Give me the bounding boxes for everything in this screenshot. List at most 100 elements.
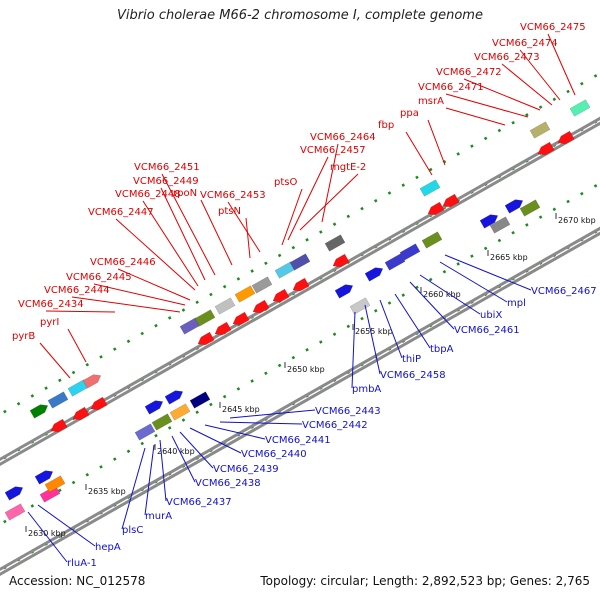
backbone-rail	[0, 231, 600, 577]
upper-gene-1	[47, 391, 69, 409]
top-gene-label: VCM66_2474	[492, 38, 558, 49]
top-gene-label: VCM66_2447	[88, 207, 154, 218]
top-gene-label: ppa	[400, 108, 419, 119]
backbone-rail	[0, 226, 600, 572]
top-gene-label: VCM66_2473	[474, 52, 540, 63]
bottom-leader-line	[179, 431, 214, 469]
top-leader-line	[245, 217, 251, 259]
red-gene-13	[557, 130, 575, 145]
top-leader-line	[117, 268, 191, 301]
top-leader-line	[501, 63, 553, 106]
top-gene-label: VCM66_2448	[115, 189, 181, 200]
lower-gene-4	[44, 475, 66, 493]
bottom-gene-label: VCM66_2458	[380, 370, 446, 381]
bottom-leader-line	[439, 261, 508, 303]
lower-gene-10	[164, 390, 184, 405]
lower-gene-16	[349, 297, 371, 315]
top-gene-label: pyrB	[12, 331, 35, 342]
top-gene-label: VCM66_2434	[18, 299, 84, 310]
top-leader-line	[115, 218, 196, 291]
top-leader-line	[405, 131, 433, 176]
top-gene-label: VCM66_2444	[44, 285, 110, 296]
map-title: Vibrio cholerae M66-2 chromosome I, comp…	[117, 8, 483, 23]
upper-gene-12	[419, 179, 441, 197]
bottom-gene-label: thiP	[402, 354, 421, 365]
top-gene-label: VCM66_2453	[200, 190, 266, 201]
upper-gene-5	[194, 309, 216, 327]
top-leader-line	[287, 156, 329, 241]
bottom-leader-line	[171, 435, 196, 483]
top-gene-label: VCM66_2464	[310, 132, 376, 143]
bottom-gene-label: VCM66_2461	[454, 325, 520, 336]
bottom-gene-label: VCM66_2439	[213, 464, 279, 475]
top-leader-line	[445, 93, 529, 118]
top-gene-label: VCM66_2457	[300, 145, 366, 156]
red-gene-5	[232, 311, 250, 326]
top-gene-label: VCM66_2451	[134, 162, 200, 173]
bottom-gene-label: VCM66_2467	[531, 286, 597, 297]
red-gene-11	[442, 193, 460, 208]
red-gene-4	[214, 321, 232, 336]
top-gene-label: fbp	[378, 120, 394, 131]
top-leader-line	[445, 107, 506, 126]
bottom-leader-line	[364, 304, 381, 375]
top-gene-label: pyrI	[40, 317, 59, 328]
upper-gene-10	[289, 253, 311, 271]
bottom-leader-line	[409, 281, 455, 330]
red-gene-9	[332, 253, 350, 268]
red-gene-3	[197, 331, 215, 346]
top-gene-label: VCM66_2446	[90, 257, 156, 268]
red-gene-12	[537, 141, 555, 156]
upper-gene-13	[529, 121, 551, 139]
lower-gene-14	[399, 243, 421, 261]
upper-gene-6	[214, 297, 236, 315]
kbp-tick-label: 2630 kbp	[28, 529, 66, 538]
bottom-gene-label: tbpA	[430, 344, 454, 355]
bottom-gene-label: pmbA	[352, 384, 381, 395]
lower-gene-5	[134, 423, 156, 441]
top-leader-line	[321, 143, 339, 223]
red-gene-6	[252, 299, 270, 314]
bottom-leader-line	[27, 511, 68, 563]
lower-gene-8	[189, 391, 211, 409]
lower-gene-20	[519, 199, 541, 217]
bottom-gene-label: VCM66_2437	[166, 497, 232, 508]
bottom-leader-line	[419, 274, 481, 315]
lower-gene-17	[479, 214, 499, 229]
bottom-leader-line	[159, 439, 167, 502]
red-gene-0	[50, 418, 68, 433]
kbp-tick-label: 2670 kbp	[558, 216, 596, 225]
lower-gene-2	[4, 503, 26, 521]
bottom-gene-label: murA	[145, 511, 172, 522]
bottom-gene-label: VCM66_2441	[265, 435, 331, 446]
guide-dot-line	[0, 181, 600, 526]
upper-gene-7	[234, 285, 256, 303]
bottom-gene-label: hepA	[95, 542, 121, 553]
top-leader-line	[93, 283, 186, 306]
lower-gene-12	[364, 267, 384, 282]
lower-gene-15	[421, 231, 443, 249]
lower-gene-7	[169, 403, 191, 421]
bottom-leader-line	[394, 293, 431, 349]
bottom-gene-label: VCM66_2442	[302, 420, 368, 431]
kbp-tick-label: 2660 kbp	[423, 290, 461, 299]
kbp-tick-label: 2650 kbp	[287, 365, 325, 374]
top-leader-line	[299, 173, 359, 231]
upper-gene-14	[569, 99, 591, 117]
top-gene-label: VCM66_2445	[66, 272, 132, 283]
lower-gene-9	[144, 400, 164, 415]
bottom-leader-line	[351, 311, 356, 389]
red-gene-1	[72, 406, 90, 421]
bottom-leader-line	[144, 444, 155, 516]
lower-gene-18	[504, 199, 524, 214]
top-leader-line	[519, 49, 561, 101]
bottom-leader-line	[37, 504, 96, 547]
top-leader-line	[200, 199, 233, 266]
upper-gene-11	[324, 234, 346, 252]
top-leader-line	[281, 188, 303, 246]
top-gene-label: msrA	[418, 96, 444, 107]
kbp-tick-label: 2640 kbp	[157, 447, 195, 456]
